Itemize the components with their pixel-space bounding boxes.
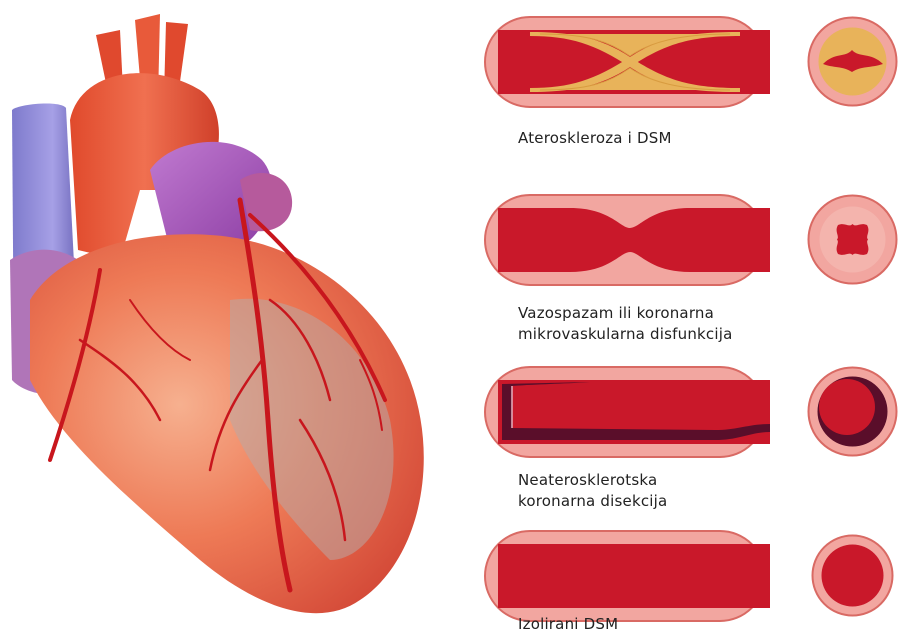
caption-atherosclerosis: Ateroskleroza i DSM <box>518 128 672 149</box>
artery-isolated <box>480 526 770 626</box>
artery-section <box>805 192 900 287</box>
heart-illustration <box>0 0 470 637</box>
artery-section <box>805 14 900 109</box>
caption-dissection: Neaterosklerotska koronarna disekcija <box>518 470 667 512</box>
caption-vasospasm: Vazospazam ili koronarna mikrovaskularna… <box>518 303 733 345</box>
artery-dissection <box>480 362 770 462</box>
artery-vasospasm <box>480 190 770 290</box>
caption-isolated: Izolirani DSM <box>518 614 618 635</box>
artery-section <box>805 528 900 623</box>
artery-atherosclerosis <box>480 12 770 112</box>
artery-section <box>805 364 900 459</box>
